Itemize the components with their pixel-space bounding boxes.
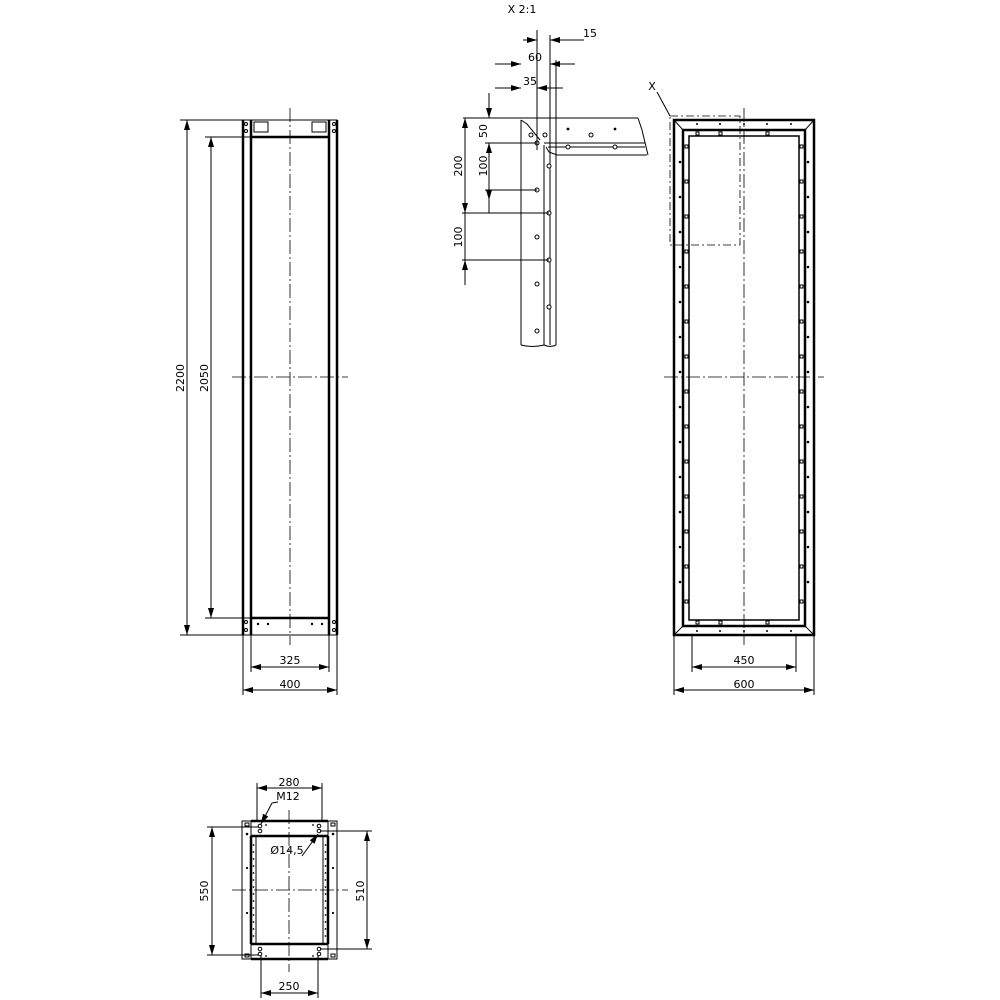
dim-100-b: 100 <box>452 227 465 248</box>
plan-view: 280 M12 Ø14,5 550 510 250 <box>198 776 372 998</box>
dim-325: 325 <box>280 654 301 667</box>
dim-2200: 2200 <box>174 364 187 392</box>
dim-100-a: 100 <box>477 156 490 177</box>
detail-label: X 2:1 <box>508 3 537 16</box>
bottom-rail-holes <box>695 620 792 632</box>
dim-400: 400 <box>280 678 301 691</box>
dim-450: 450 <box>734 654 755 667</box>
top-rail-holes <box>695 123 792 136</box>
detail-marker: X <box>648 80 656 93</box>
hole-label: Ø14,5 <box>270 844 303 857</box>
dim-280: 280 <box>279 776 300 789</box>
dim-200: 200 <box>452 156 465 177</box>
rail-holes <box>244 822 336 958</box>
dim-60: 60 <box>528 51 542 64</box>
dim-2050: 2050 <box>198 364 211 392</box>
side-view: 2200 2050 325 400 <box>174 108 348 695</box>
detail-x-view: X 2:1 <box>452 3 649 347</box>
dim-250: 250 <box>279 980 300 993</box>
front-view: X <box>648 80 824 695</box>
dim-600: 600 <box>734 678 755 691</box>
thread-label: M12 <box>276 790 300 803</box>
dim-15: 15 <box>583 27 597 40</box>
dim-550: 550 <box>198 881 211 902</box>
dim-510: 510 <box>354 881 367 902</box>
side-post-holes <box>678 144 810 604</box>
dim-50: 50 <box>477 124 490 138</box>
dim-35: 35 <box>523 75 537 88</box>
